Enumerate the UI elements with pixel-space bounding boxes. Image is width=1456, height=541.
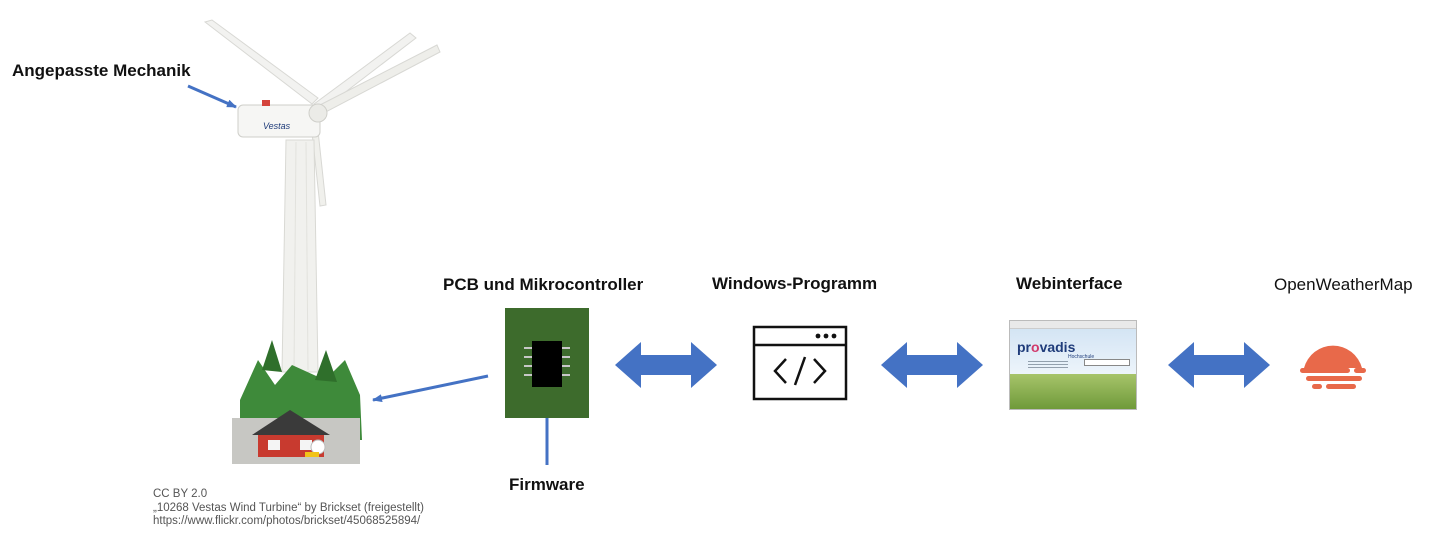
- webshot-brand-post: vadis: [1039, 339, 1076, 355]
- code-window-icon: [752, 325, 848, 401]
- webshot-ground: [1010, 373, 1136, 409]
- arrow-pcb-to-turbine: [372, 374, 489, 403]
- double-arrow-windows-web: [881, 342, 983, 388]
- webshot-subtitle: Hochschule: [1068, 354, 1095, 360]
- credits-license: CC BY 2.0: [153, 488, 208, 500]
- double-arrow-web-owm: [1168, 342, 1270, 388]
- wind-turbine-image: [203, 19, 441, 464]
- webinterface-screenshot: provadis Hochschule: [1009, 320, 1137, 410]
- image-credits: CC BY 2.0 „10268 Vestas Wind Turbine“ by…: [153, 488, 424, 529]
- sun-icon: [1300, 345, 1366, 389]
- label-angepasste-mechanik: Angepasste Mechanik: [12, 61, 191, 80]
- label-windows-programm: Windows-Programm: [712, 274, 878, 293]
- label-openweathermap: OpenWeatherMap: [1274, 275, 1413, 294]
- label-webinterface: Webinterface: [1016, 274, 1123, 293]
- label-pcb: PCB und Mikrocontroller: [443, 275, 644, 294]
- arrow-mechanik: [187, 84, 237, 109]
- credits-url: https://www.flickr.com/photos/brickset/4…: [153, 515, 421, 527]
- credits-title: „10268 Vestas Wind Turbine“ by Brickset …: [153, 501, 425, 514]
- webshot-brand: provadis: [1017, 339, 1075, 355]
- webshot-brand-dot: o: [1031, 339, 1040, 355]
- webshot-brand-pre: pr: [1017, 339, 1031, 355]
- label-firmware: Firmware: [509, 475, 585, 494]
- webshot-browser-bar: [1010, 321, 1136, 329]
- webshot-search: [1084, 359, 1130, 366]
- turbine-brand-text: Vestas: [263, 121, 291, 131]
- webshot-text-lines: [1028, 361, 1068, 369]
- double-arrow-pcb-windows: [615, 342, 717, 388]
- pcb-icon: [505, 308, 589, 418]
